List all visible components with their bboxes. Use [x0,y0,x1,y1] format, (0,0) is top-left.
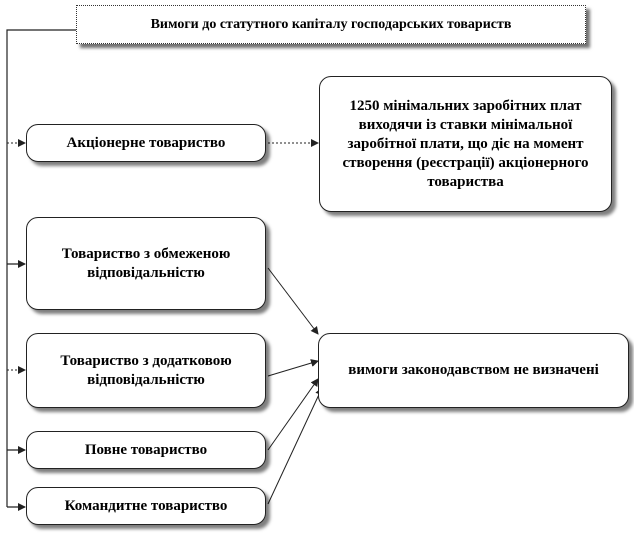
box-general-partnership: Повне товариство [26,431,266,469]
box-joint-stock-company: Акціонерне товариство [26,124,266,162]
trunk-line [6,29,76,507]
arrow-limited-none [267,387,323,505]
box-additional-liability-company: Товариство з додатковою відповідальністю [26,333,266,408]
arrow-general-none [267,378,319,451]
arrow-additional-none [267,359,319,377]
arrow-llc-none [267,267,319,335]
box-limited-liability-company: Товариство з обмеженою відповідальністю [26,217,266,310]
box-limited-partnership: Командитне товариство [26,487,266,525]
diagram-title: Вимоги до статутного капіталу господарсь… [76,5,586,44]
box-requirements-not-defined: вимоги законодавством не визначені [318,333,629,408]
box-joint-stock-requirement: 1250 мінімальних заробітних плат виходяч… [319,76,612,212]
